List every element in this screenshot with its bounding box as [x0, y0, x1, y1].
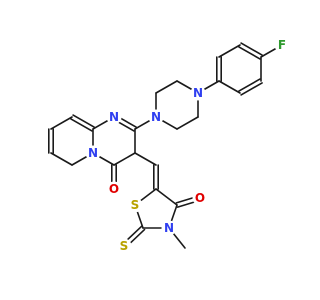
carbonyl-oxygen-atom: O — [192, 190, 208, 206]
bridgehead-nitrogen-label: N — [88, 146, 98, 160]
single-bond — [155, 80, 178, 94]
thiazolidine-nitrogen-label: N — [164, 221, 174, 235]
double-bond — [47, 128, 55, 154]
double-bond — [238, 42, 263, 60]
thione-sulfur-label: S — [120, 239, 129, 253]
pyrimidine-nitrogen-label: N — [109, 110, 119, 124]
double-bond — [70, 114, 95, 132]
carbonyl-oxygen-atom: O — [106, 181, 122, 197]
piperazine-nitrogen-atom: N — [148, 109, 164, 125]
single-bond — [50, 152, 73, 166]
fluorine-label: F — [278, 38, 286, 52]
carbonyl-oxygen-label: O — [195, 191, 205, 205]
single-bond — [218, 80, 241, 94]
double-bond — [153, 164, 159, 190]
piperazine-nitrogen-label: N — [193, 86, 203, 100]
single-bond — [155, 188, 178, 206]
single-bond — [50, 116, 73, 130]
double-bond — [238, 78, 263, 96]
single-bond — [113, 152, 136, 166]
bridgehead-nitrogen-atom: N — [85, 145, 101, 161]
thiazolidine-nitrogen-atom: N — [161, 220, 177, 236]
carbonyl-oxygen-label: O — [109, 182, 119, 196]
ring-sulfur-atom: S — [127, 197, 143, 213]
piperazine-nitrogen-label: N — [151, 110, 161, 124]
bonds-layer — [47, 42, 283, 249]
piperazine-nitrogen-atom: N — [190, 85, 206, 101]
ring-sulfur-label: S — [131, 198, 140, 212]
single-bond — [176, 116, 199, 130]
thione-sulfur-atom: S — [116, 238, 132, 254]
double-bond — [216, 56, 222, 82]
pyrimidine-nitrogen-atom: N — [106, 109, 122, 125]
single-bond — [134, 152, 157, 166]
fluorine-atom: F — [274, 37, 290, 53]
single-bond — [218, 44, 241, 58]
